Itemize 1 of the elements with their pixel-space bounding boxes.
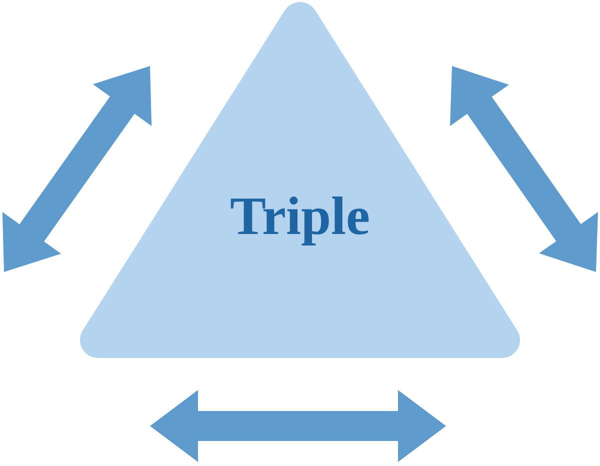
title-text: Triple bbox=[229, 185, 371, 247]
